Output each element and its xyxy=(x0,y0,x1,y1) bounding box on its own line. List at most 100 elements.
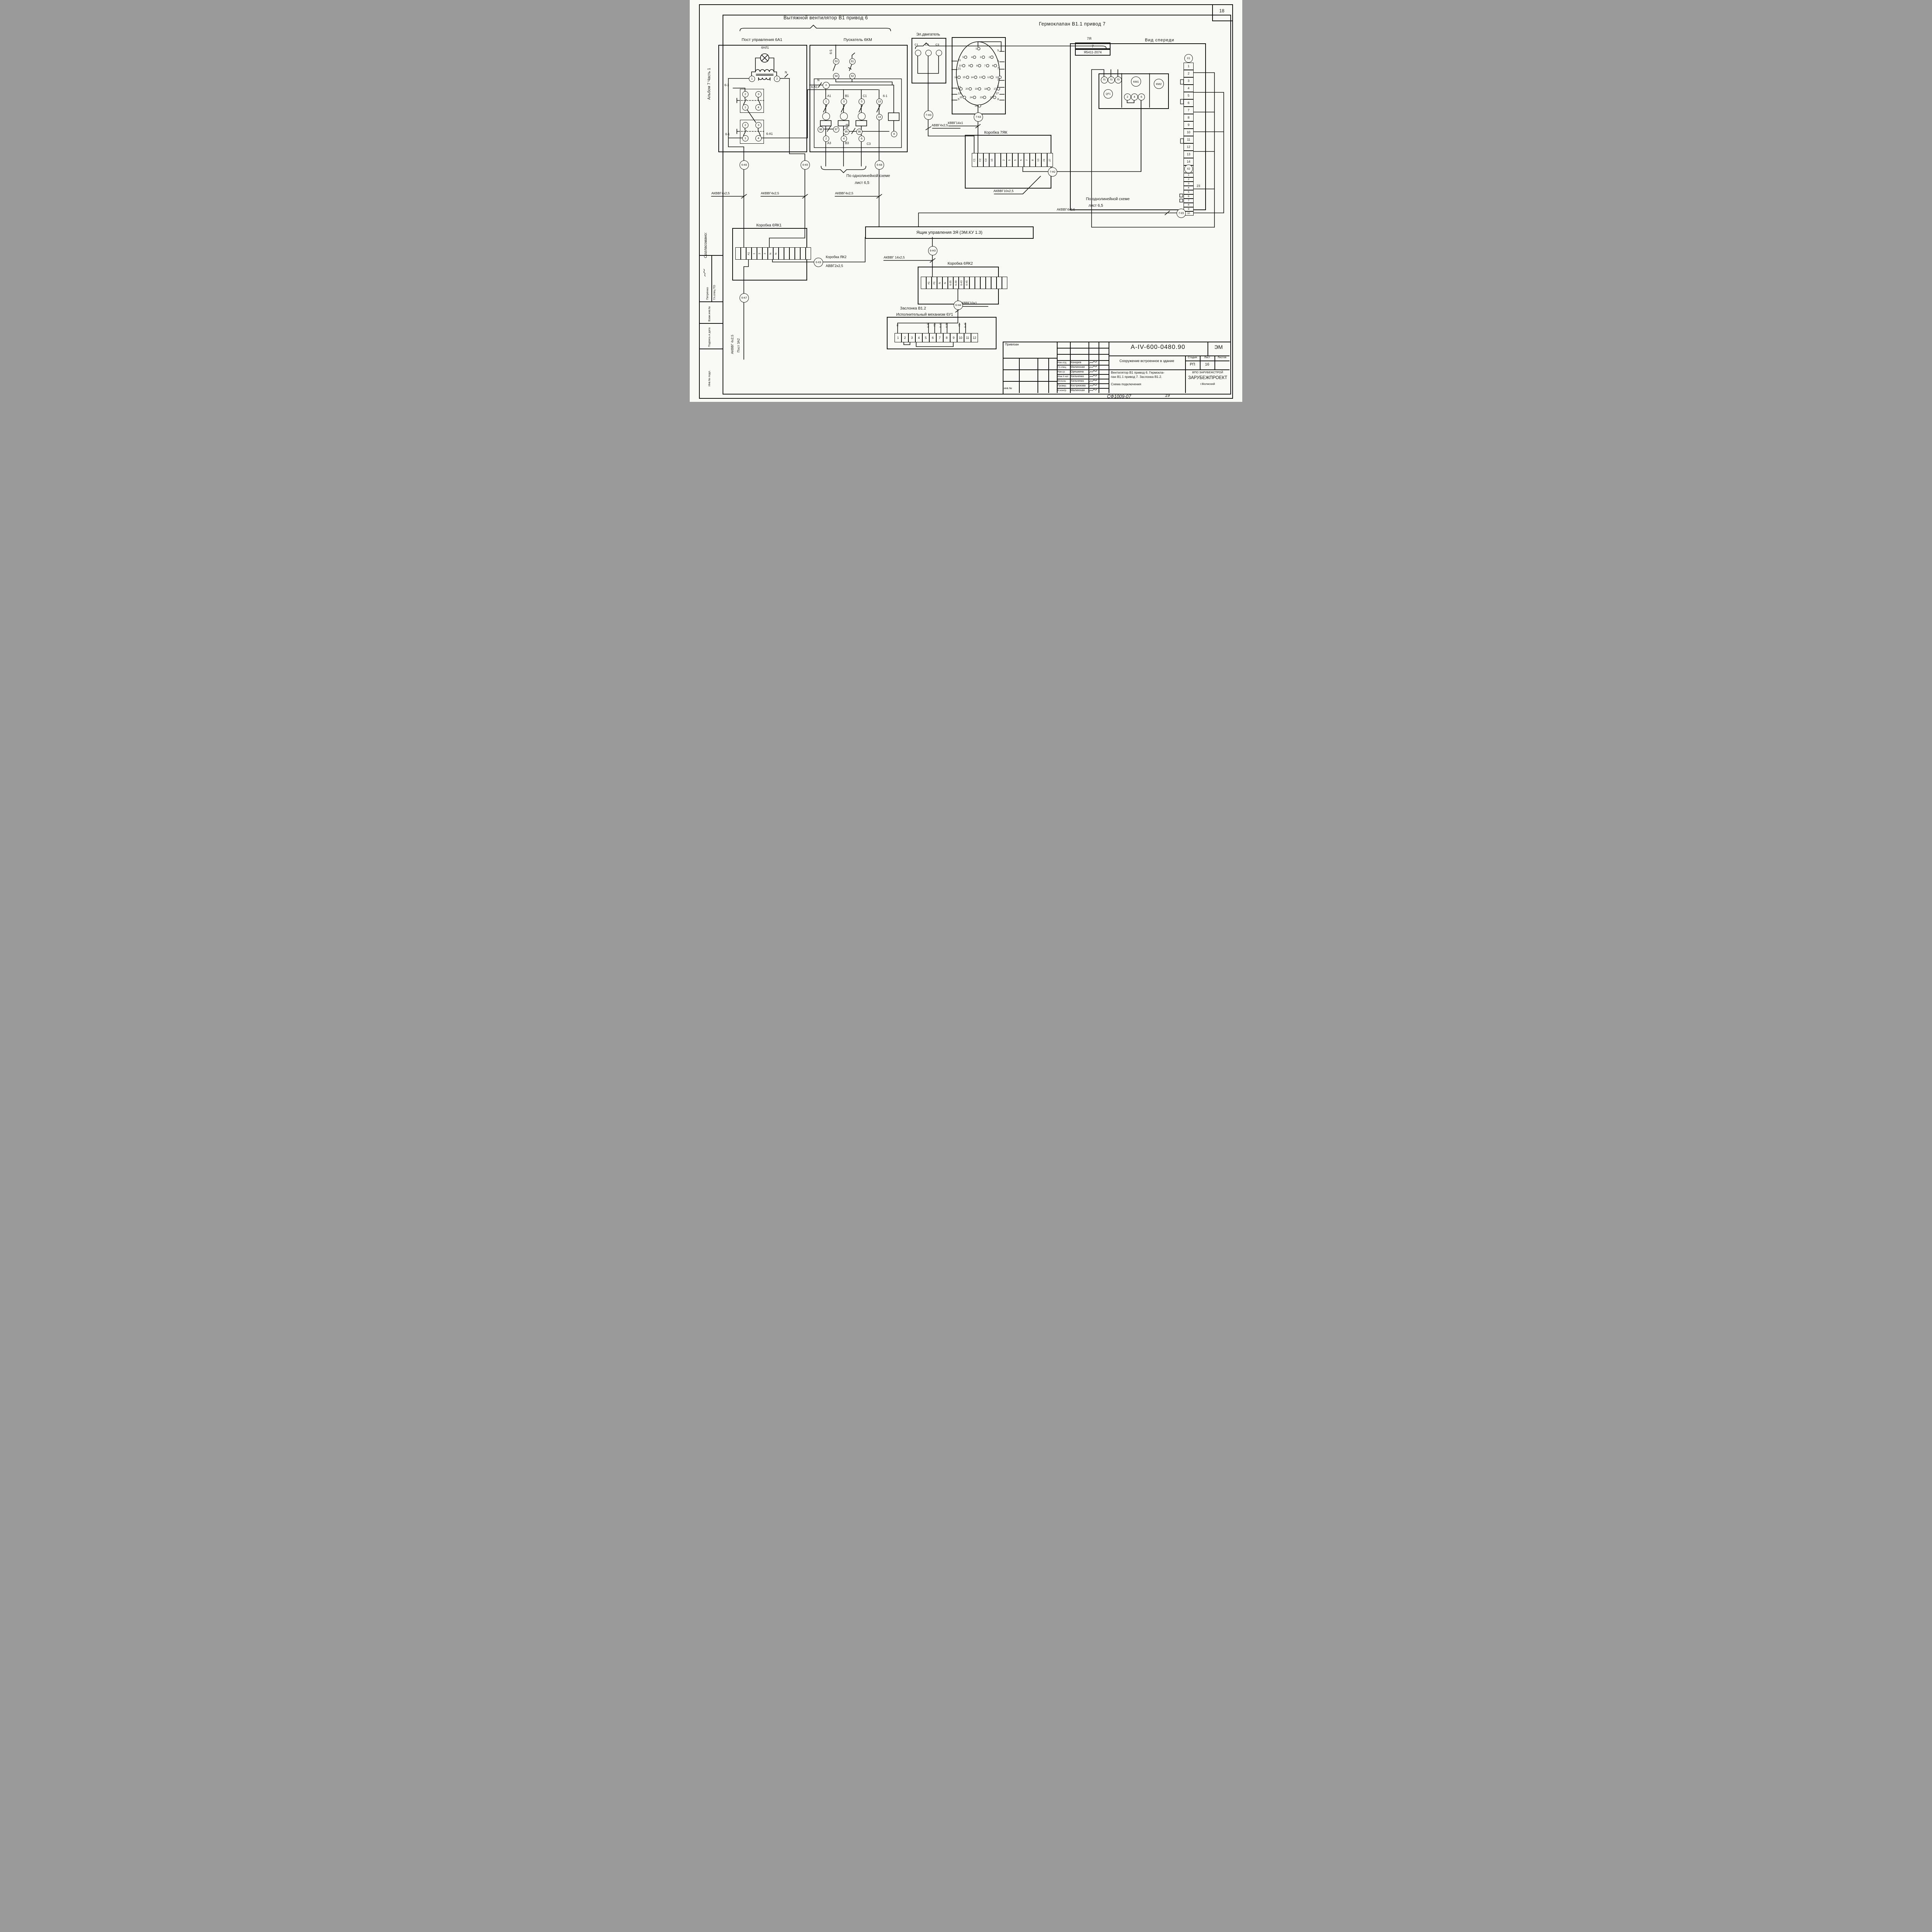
sidebar-divider xyxy=(699,255,723,256)
yak2-cable-label: АВВГ2х2,5 xyxy=(826,264,843,268)
personnel-row: Н.контр Малинская xyxy=(1057,388,1109,393)
pin-number: 7 xyxy=(984,64,986,67)
terminal-number: 9 xyxy=(952,336,955,340)
pin-contact-icon xyxy=(997,87,1000,90)
wire-label-slot: 6-39 xyxy=(944,322,950,328)
starter-t2: 2 xyxy=(823,136,829,142)
starter-t3: 3 xyxy=(841,99,847,105)
connector-stub: 13 xyxy=(958,92,961,95)
signature xyxy=(1089,379,1098,383)
starter-t5: 5 xyxy=(859,99,865,105)
pin-number: 13 xyxy=(979,76,982,79)
terminal-cell xyxy=(806,247,811,260)
connector-pin: 4 xyxy=(971,56,976,59)
vid-t6: 6 xyxy=(1138,94,1145,100)
personnel-role: Нач.гр xyxy=(1058,370,1065,373)
terminal-cell: 1 xyxy=(1184,63,1194,70)
terminal-label: 8 xyxy=(1031,159,1034,161)
cable-marker-6k8: 6-К8 xyxy=(875,160,884,170)
tb-doc-number: А-IV-600-0480.90 xyxy=(1131,344,1185,350)
vid-panel xyxy=(1099,73,1169,109)
tb-line xyxy=(1003,358,1057,359)
terminal-label: С1 xyxy=(973,158,976,162)
cable-label-akvvg14: АКВВГ 14х2,5 xyxy=(884,255,905,259)
starter-title: Пускатель 6КМ xyxy=(844,37,872,42)
terminal-label: С3 xyxy=(985,158,988,162)
wire-label-slot: N xyxy=(895,324,901,327)
terminal-number: 2 xyxy=(1187,72,1190,75)
terminal-label: А1 xyxy=(927,281,930,284)
pin-number: 1 xyxy=(975,47,977,50)
wire-label-slot xyxy=(907,324,913,327)
terminal-cell: 9 xyxy=(950,333,957,342)
tb-line xyxy=(1057,369,1109,370)
terminal-cell: 1 xyxy=(1184,173,1194,177)
pin-contact-icon xyxy=(978,104,981,107)
connector-stub: 7 xyxy=(997,67,999,70)
tb-line xyxy=(1057,388,1109,389)
tb-em: ЭМ xyxy=(1214,344,1223,350)
signature xyxy=(703,268,707,277)
terminal-cell: 12 xyxy=(1184,143,1194,151)
terminal-cell: 21 xyxy=(1041,153,1047,167)
pin-contact-icon xyxy=(994,64,997,67)
cable-label-akvvg4-1: АКВВГ4х2,5 xyxy=(711,191,730,195)
motor-term-c2: С2 xyxy=(925,43,929,46)
post-b1-t2: 2 xyxy=(742,91,748,97)
terminal-cell: N xyxy=(773,247,779,260)
terminal-number: 7 xyxy=(1188,199,1189,202)
vid-model: Я5411-2074 xyxy=(1083,50,1102,54)
terminal-cell: N xyxy=(937,277,942,289)
connector-pin: 9 xyxy=(968,64,973,67)
starter-phase-a3: А3 xyxy=(827,141,831,145)
terminal-label: С2 xyxy=(979,158,982,162)
terminal-cell: 2 xyxy=(1184,70,1194,77)
terminal-number: 8 xyxy=(1187,116,1190,119)
terminal-cell: С2 xyxy=(978,153,983,167)
vid-7: 7 xyxy=(1092,44,1094,48)
starter-t6: 6 xyxy=(859,136,865,142)
inner-frame xyxy=(723,15,1231,395)
starter-wire-6-a1: 6-А1 xyxy=(811,85,818,89)
pin-number: 4 xyxy=(971,56,973,59)
post-b1-t1: 1 xyxy=(742,104,748,111)
terminal-cell: 3 xyxy=(762,247,768,260)
connector-pin: 15 xyxy=(963,76,969,79)
tb-stage: РП xyxy=(1190,362,1195,367)
connector-stub: 21 xyxy=(958,68,961,70)
cable-label-kvvg14: КВВГ14х1 xyxy=(948,121,963,125)
tb-desc-3: Схема подключения xyxy=(1111,382,1141,386)
terminal-cell: N xyxy=(768,247,773,260)
vid-t4: 4 xyxy=(1131,94,1138,100)
oneline-note-right-2: лист 6,5 xyxy=(1088,204,1103,208)
terminal-cell: 1 xyxy=(752,247,757,260)
starter-c96: 96 xyxy=(856,129,862,135)
pin-contact-icon xyxy=(963,96,966,99)
post-n-label: N xyxy=(785,71,787,74)
vid-l3: Л3 xyxy=(1115,77,1122,83)
terminal-cell: 15 xyxy=(989,153,995,167)
tb-line xyxy=(1088,342,1089,393)
starter-t14: 14 xyxy=(876,114,883,120)
terminal-label: 7 xyxy=(1026,159,1028,161)
personnel-name: Хильченко xyxy=(1071,379,1084,383)
cable-label-akvvg4-right: АКВВГ4х2,5 xyxy=(1057,207,1075,211)
post-wire-6-a1: 6-А1 xyxy=(766,132,773,136)
terminal-cell: А1 xyxy=(926,277,932,289)
terminal-number: 2 xyxy=(1188,178,1189,181)
wire-label-slot xyxy=(901,324,907,327)
pin-number: 2 xyxy=(988,56,990,59)
cable-marker-7n3: 7-Н3 xyxy=(924,111,933,120)
wire-label: 6-39 xyxy=(946,322,949,328)
terminal-cell: 11 xyxy=(964,333,971,342)
terminal-cell xyxy=(779,247,784,260)
connector-pin: 14 xyxy=(971,76,977,79)
vid-l2: Л2 xyxy=(1108,77,1115,83)
starter-c98: 98 xyxy=(818,126,824,133)
pin-contact-icon xyxy=(966,76,969,79)
terminal-number: 4 xyxy=(918,336,920,340)
pin-number: 15 xyxy=(963,76,966,79)
